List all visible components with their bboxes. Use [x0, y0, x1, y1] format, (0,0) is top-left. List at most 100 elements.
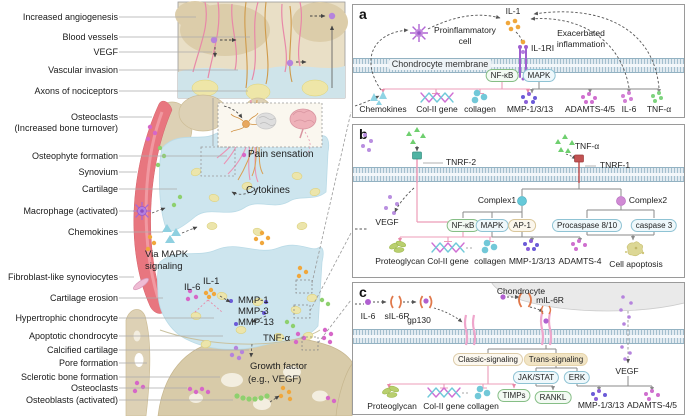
output-label: MMP-1/3/13 [508, 256, 556, 266]
chemokine-triangles [162, 224, 181, 243]
il1-label: IL-1 [203, 276, 220, 287]
left-label: Pore formation [58, 358, 118, 368]
mapk-box: MAPK [522, 69, 556, 82]
vegf-dots [210, 12, 336, 67]
trans-signaling-box: Trans-signaling [523, 353, 589, 366]
macrophage-icon [133, 202, 151, 220]
chondrocyte-label: Chondrocyte [496, 286, 546, 296]
col2-gene-icon [420, 92, 454, 103]
left-label: Osteoblasts (activated) [25, 395, 118, 405]
nfkb-box: NF-κB [446, 219, 480, 232]
left-label: Axons of nociceptors [34, 86, 118, 96]
label-leader-lines [119, 16, 250, 401]
via-mapk-label: signaling [145, 261, 183, 272]
sil6r-icon [390, 295, 402, 309]
spinal-ganglion-icon [255, 112, 277, 130]
output-label: ADAMTS-4/5 [564, 104, 616, 114]
collagen-icon [474, 385, 491, 400]
cell-membrane [353, 167, 684, 182]
il6-label: IL-6 [184, 282, 201, 293]
zoom-region-boxes [293, 279, 319, 351]
cell-membrane [353, 329, 684, 344]
collagen-icon [471, 89, 488, 104]
cell-apoptosis-icon [625, 241, 645, 257]
timps-box: TIMPs [497, 389, 531, 402]
left-label: Fibroblast-like synoviocytes [7, 272, 118, 282]
mmp-dots [521, 92, 537, 104]
collagen-icon [481, 239, 498, 254]
tnrf2-label: TNRF-2 [445, 157, 477, 167]
panel-b: b [352, 124, 685, 278]
left-label: Macrophage (activated) [23, 206, 118, 216]
left-label: Osteoclasts [70, 383, 118, 393]
il1-label: IL-1 [505, 6, 521, 16]
output-label: Chemokines [359, 104, 407, 114]
via-mapk-label: Via MAPK [145, 249, 189, 260]
chondrocyte-cells [190, 167, 321, 348]
growth-factor-label: (e.g., VEGF) [248, 374, 302, 385]
jakstat-box: JAK/STAT [512, 371, 560, 384]
output-label: collagen [474, 256, 506, 266]
mapk-pathway-lines [530, 81, 661, 94]
caspase3-box: caspase 3 [630, 219, 678, 232]
output-label: Col-II gene [416, 104, 458, 114]
panel-letter: a [359, 6, 367, 22]
output-label: MMP-1/3/13 [506, 104, 554, 114]
output-label: Proteoglycan [375, 256, 425, 266]
mmp-label: MMP-1/3/13 [577, 400, 625, 410]
left-label: Apoptotic chondrocyte [28, 331, 118, 341]
rankl-box: RANKL [534, 391, 572, 404]
left-label: Cartilage [81, 184, 118, 194]
mmp13-label: MMP-13 [238, 317, 274, 328]
classic-signaling-lines [387, 365, 516, 389]
output-label: TNF-α [646, 104, 672, 114]
output-label: ADAMTS-4 [558, 256, 602, 266]
output-label: collagen [467, 401, 499, 411]
il6-sil6r-complex-icon [419, 295, 433, 309]
left-label: Synovium [78, 167, 118, 177]
mmp-dots [229, 299, 268, 326]
complex1-icon [517, 196, 527, 206]
il1ri-label: IL-1RI [531, 43, 555, 53]
left-label: Calcified cartilage [46, 345, 118, 355]
panel-letter: c [359, 284, 367, 300]
left-label: Vascular invasion [48, 65, 118, 75]
output-label: IL-6 [621, 104, 637, 114]
panel-a: a [352, 4, 685, 118]
membrane-il6r-complex-icon [539, 305, 553, 346]
cytokines-label: Cytokines [246, 185, 290, 196]
il6-dot [500, 294, 506, 300]
gp130-label: gp130 [407, 315, 431, 325]
mil6r-icon [518, 292, 532, 308]
vegf-dots [229, 345, 245, 361]
nerve-cell-icon [242, 120, 250, 128]
output-label: collagen [464, 104, 496, 114]
tnf-triangles [406, 127, 575, 153]
mmp3-label: MMP-3 [238, 306, 269, 317]
chondrocyte-membrane-label: Chondrocyte membrane [388, 59, 492, 70]
magenta-dots [132, 124, 337, 404]
left-label: (Increased bone turnover) [14, 123, 118, 133]
panel-c: c [352, 282, 685, 415]
complex2-icon [616, 196, 626, 206]
fibroblast-icon [133, 277, 149, 291]
adamts-label: ADAMTS-4/5 [626, 400, 678, 410]
mmp-dots [523, 239, 539, 251]
output-label: Col-II gene [423, 401, 465, 411]
chemokines-icon [370, 91, 387, 105]
pain-sensation-label: Pain sensation [248, 149, 314, 160]
cell-apoptosis-label: Cell apoptosis [609, 259, 663, 269]
nfkb-box: NF-κB [485, 69, 519, 82]
classic-signaling-box: Classic-signaling [452, 353, 524, 366]
proteoglycan-icon [382, 385, 400, 398]
il6-label: IL-6 [360, 311, 376, 321]
vegf-label: VEGF [375, 217, 399, 227]
left-label: Hypertrophic chondrocyte [15, 313, 118, 323]
orange-dots [145, 230, 309, 402]
growth-factor-label: Growth factor [250, 361, 308, 372]
vegf-label: VEGF [615, 366, 639, 376]
il6-dot [365, 299, 371, 305]
proinflammatory-cell-label: cell [458, 36, 472, 46]
tnfa-label: TNF-α [263, 333, 291, 344]
